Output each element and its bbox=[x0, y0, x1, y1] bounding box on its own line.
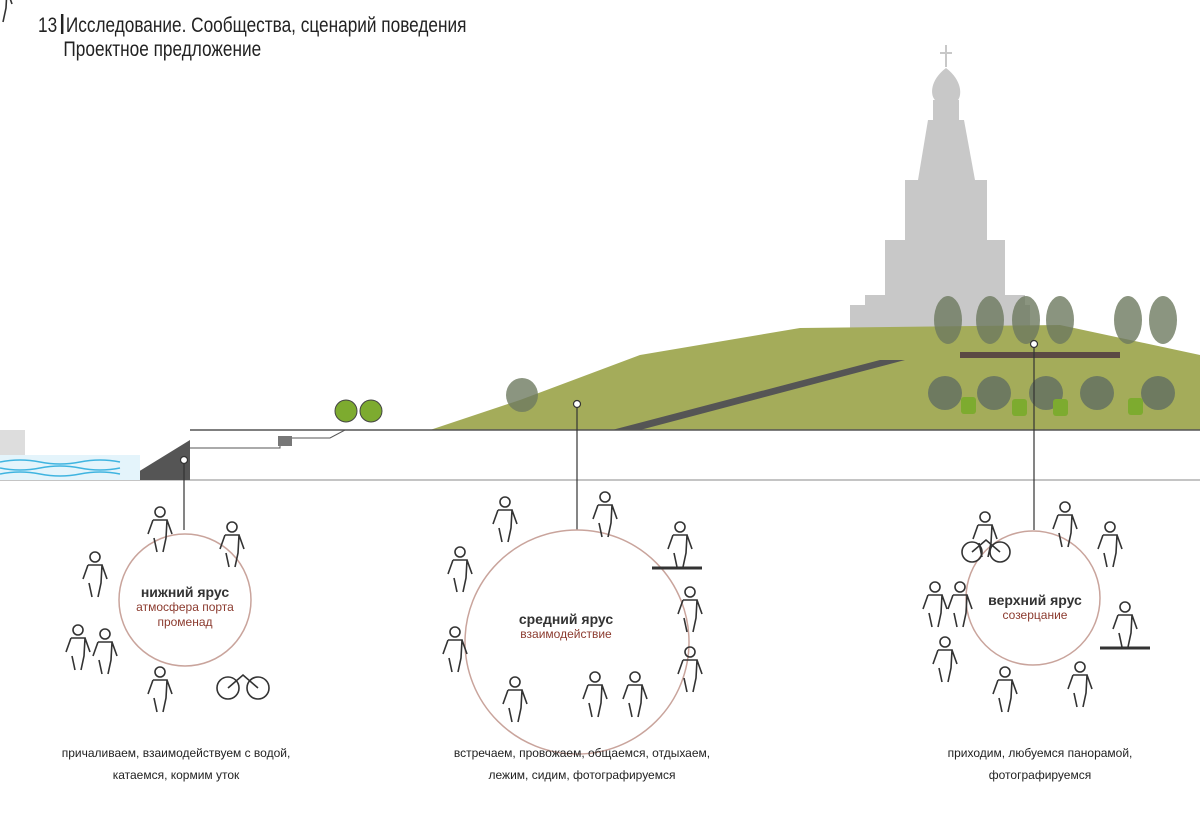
activities-lower: причаливаем, взаимодействуем с водой, ка… bbox=[62, 742, 291, 786]
activities-middle: встречаем, провожаем, общаемся, отдыхаем… bbox=[454, 742, 710, 786]
page-subtitle: Проектное предложение bbox=[63, 38, 262, 61]
bicycle-icon bbox=[961, 538, 1011, 563]
tier-title: верхний ярус bbox=[988, 592, 1082, 608]
leader-lines bbox=[179, 339, 1039, 530]
activities-line: причаливаем, взаимодействуем с водой, bbox=[61, 746, 291, 760]
header: 13 Исследование. Сообщества, сценарий пов… bbox=[38, 14, 466, 62]
tier-label-lower: нижний ярус атмосфера порта променад bbox=[136, 584, 234, 630]
tier-label-upper: верхний ярус созерцание bbox=[988, 592, 1082, 623]
tier-subtitle: атмосфера порта bbox=[136, 600, 234, 614]
tier-subtitle: променад bbox=[157, 615, 213, 629]
terrace bbox=[960, 352, 1120, 358]
activities-line: лежим, сидим, фотографируемся bbox=[488, 768, 676, 782]
activities-line: приходим, любуемся панорамой, bbox=[947, 746, 1133, 760]
people-figures bbox=[2, 0, 1150, 723]
tier-circle-lower bbox=[118, 533, 252, 667]
bicycle-icon bbox=[216, 673, 270, 700]
church-silhouette bbox=[850, 45, 1030, 330]
tier-subtitle: взаимодействие bbox=[520, 627, 612, 641]
embankment bbox=[125, 440, 190, 480]
page-number: 13 bbox=[38, 14, 58, 37]
tier-title: средний ярус bbox=[518, 611, 614, 627]
divider bbox=[60, 14, 64, 34]
page-title: Исследование. Сообщества, сценарий повед… bbox=[65, 14, 467, 37]
tier-subtitle: созерцание bbox=[1002, 608, 1068, 622]
activities-line: катаемся, кормим уток bbox=[112, 768, 240, 782]
tier-circle-upper bbox=[965, 530, 1101, 666]
tier-label-middle: средний ярус взаимодействие bbox=[519, 611, 613, 642]
trees bbox=[334, 296, 1177, 423]
tier-title: нижний ярус bbox=[140, 584, 230, 600]
activities-line: встречаем, провожаем, общаемся, отдыхаем… bbox=[453, 746, 711, 760]
tier-circle-middle bbox=[464, 529, 690, 755]
stairs bbox=[612, 360, 905, 430]
activities-line: фотографируемся bbox=[988, 768, 1092, 782]
water bbox=[0, 430, 140, 480]
activities-upper: приходим, любуемся панорамой, фотографир… bbox=[948, 742, 1133, 786]
